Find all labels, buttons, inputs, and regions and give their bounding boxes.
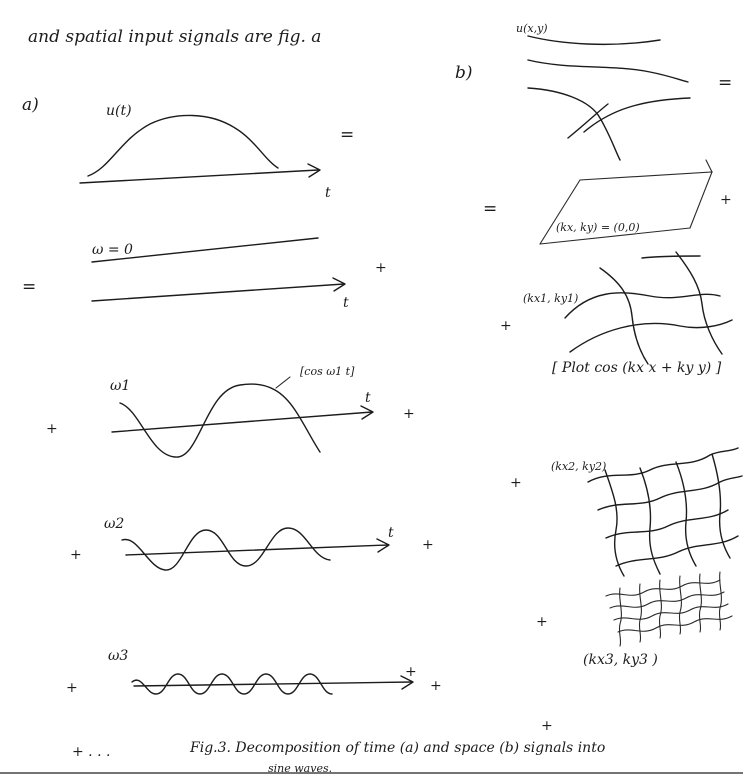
plus-sign-b2: + <box>500 318 512 334</box>
plus-sign-b1: + <box>720 192 732 208</box>
omega-3-label: ω3 <box>108 648 128 664</box>
k1-label: (kx1, ky1) <box>523 292 578 305</box>
figure-caption: Fig.3. Decomposition of time (a) and spa… <box>189 740 605 756</box>
axis-t-label-4: t <box>388 525 394 541</box>
axis-t-label-1: t <box>325 185 331 201</box>
plus-sign-4: + <box>70 547 82 563</box>
axis-t-label-2: t <box>343 295 349 311</box>
signal-u-xy-label: u(x,y) <box>516 22 548 35</box>
k3-label: (kx3, ky3 ) <box>583 652 658 668</box>
axis-t-label-3: t <box>365 390 371 406</box>
plane-wave-k1 <box>564 251 733 365</box>
plus-sign-3: + <box>403 406 415 422</box>
omega-2-label: ω2 <box>104 516 124 532</box>
plane-wave-k3 <box>605 571 733 647</box>
signal-u-xy <box>527 35 691 161</box>
plus-sign-6: + <box>66 680 78 696</box>
plus-sign-8: + <box>430 678 442 694</box>
equals-sign-a: = <box>340 125 354 145</box>
header-text: and spatial input signals are fig. a <box>28 27 321 47</box>
signal-u-t-label: u(t) <box>106 103 132 119</box>
part-b-label: b) <box>455 63 473 83</box>
plus-sign-b3: + <box>510 475 522 491</box>
plus-sign-b5: + <box>541 718 553 734</box>
signal-omega-1 <box>111 383 374 458</box>
k-zero-label: (kx, ky) = (0,0) <box>556 221 640 234</box>
plane-k-zero <box>539 159 713 245</box>
plus-sign-b4: + <box>536 614 548 630</box>
k2-label: (kx2, ky2) <box>551 460 606 473</box>
omega-zero-label: ω = 0 <box>92 242 133 258</box>
plus-sign-7: + <box>405 664 417 680</box>
cos-label-pointer <box>275 376 291 389</box>
signal-omega-3 <box>131 673 414 695</box>
plus-sign-1: + <box>375 260 387 276</box>
part-a-label: a) <box>22 95 39 115</box>
signal-omega-2 <box>121 527 390 571</box>
equals-sign-b: = <box>718 73 732 93</box>
figure-caption-line2: sine waves. <box>268 762 332 775</box>
signal-u-t <box>79 114 321 184</box>
omega-1-label: ω1 <box>110 378 130 394</box>
cos-omega1-label: [cos ω1 t] <box>300 365 355 378</box>
equals-sign-a2: = <box>22 277 36 297</box>
plus-sign-2: + <box>46 421 58 437</box>
plot-cos-label: [ Plot cos (kx x + ky y) ] <box>552 360 722 376</box>
signal-omega-zero <box>91 237 346 302</box>
plus-sign-5: + <box>422 537 434 553</box>
plane-wave-k2 <box>587 447 743 577</box>
equals-sign-b2: = <box>483 199 497 219</box>
plus-ellipsis: + . . . <box>72 744 110 760</box>
